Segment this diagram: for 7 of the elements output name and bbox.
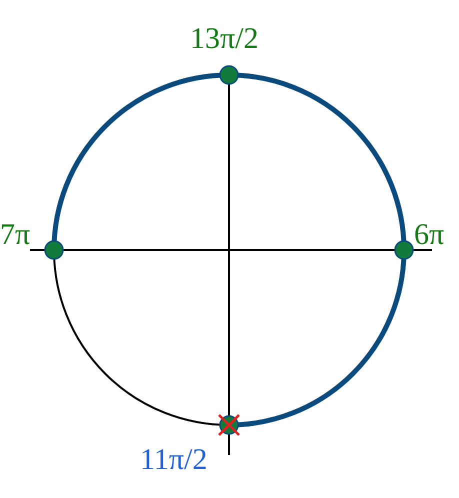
point-marker — [394, 240, 414, 260]
angle-label: 6π — [414, 220, 444, 250]
point-marker — [219, 65, 239, 85]
angle-label: 7π — [0, 220, 30, 250]
angle-label: 13π/2 — [190, 24, 258, 54]
angle-label: 11π/2 — [140, 445, 208, 475]
point-marker — [44, 240, 64, 260]
